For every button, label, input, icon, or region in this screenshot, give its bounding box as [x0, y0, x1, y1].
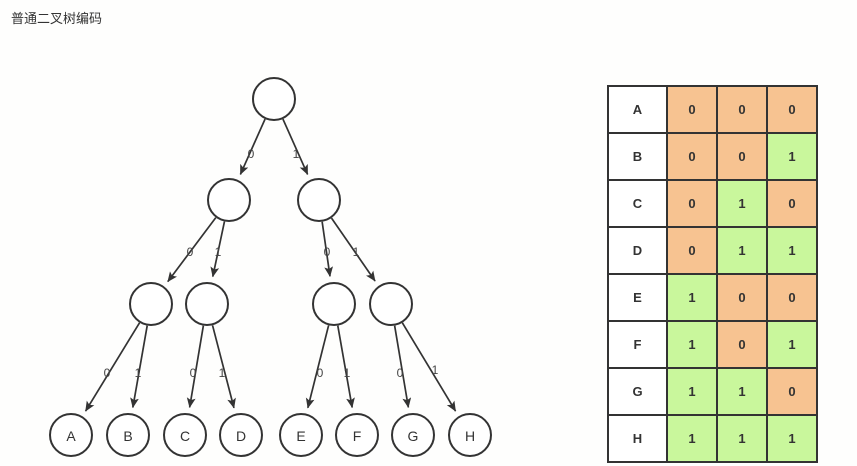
tree-nodes-group: A B C D E F G H: [49, 77, 492, 457]
table-bit-cell: 1: [766, 414, 818, 463]
table-bit-cell: 0: [716, 132, 768, 181]
page-title: 普通二叉树编码: [11, 11, 103, 26]
table-bit-cell: 0: [666, 179, 718, 228]
tree-edge: [336, 325, 355, 409]
table-bit-cell: 1: [666, 273, 718, 322]
table-row-label: C: [607, 179, 668, 228]
tree-edge-label: 0: [187, 245, 194, 259]
tree-edge-label: 1: [432, 363, 439, 377]
table-bit-cell: 0: [716, 85, 768, 134]
tree-leaf-node-g: [391, 413, 435, 457]
tree-edge: [282, 118, 309, 176]
table-bit-cell: 0: [766, 85, 818, 134]
tree-node-label: H: [465, 428, 475, 444]
table-bit-cell: 1: [716, 226, 768, 275]
tree-leaf-node-h: [448, 413, 492, 457]
tree-node-label: C: [180, 428, 190, 444]
table-bit-cell: 1: [716, 179, 768, 228]
tree-edge: [210, 221, 226, 278]
tree-edge-label: 1: [215, 245, 222, 259]
tree-edge: [305, 325, 330, 409]
binary-tree-diagram: 0 1 0 1 0 1 0 1 0 1 0 1 0 1 A B C D E F G H: [49, 77, 492, 457]
tree-leaf-node-e: [279, 413, 323, 457]
table-bit-cell: 1: [666, 367, 718, 416]
tree-internal-node: [185, 282, 229, 326]
tree-edge: [211, 325, 236, 409]
table-bit-cell: 1: [716, 414, 768, 463]
tree-edge-label: 0: [104, 366, 111, 380]
tree-edge-label: 0: [248, 147, 255, 161]
table-bit-cell: 0: [766, 273, 818, 322]
tree-internal-node: [252, 77, 296, 121]
tree-node-label: G: [408, 428, 419, 444]
tree-edge-label: 0: [317, 366, 324, 380]
tree-edge-label: 1: [353, 245, 360, 259]
tree-edge: [167, 217, 217, 283]
table-bit-cell: 1: [666, 414, 718, 463]
tree-edge-label: 0: [324, 245, 331, 259]
tree-internal-node: [297, 178, 341, 222]
tree-edge: [84, 322, 141, 412]
tree-edge: [393, 325, 412, 409]
tree-leaf-node-c: [163, 413, 207, 457]
table-bit-cell: 0: [766, 367, 818, 416]
table-bit-cell: 0: [666, 226, 718, 275]
tree-edges-group: [84, 118, 457, 412]
table-bit-cell: 1: [716, 367, 768, 416]
table-bit-cell: 0: [666, 132, 718, 181]
tree-edge: [330, 217, 376, 282]
table-bit-cell: 1: [666, 320, 718, 369]
tree-internal-node: [312, 282, 356, 326]
tree-edge-label: 1: [344, 366, 351, 380]
table-row-label: F: [607, 320, 668, 369]
table-row-label: G: [607, 367, 668, 416]
tree-edge-label: 0: [190, 366, 197, 380]
tree-node-label: D: [236, 428, 246, 444]
tree-edge: [186, 325, 205, 409]
tree-internal-node: [369, 282, 413, 326]
tree-leaf-node-b: [106, 413, 150, 457]
table-row-label: B: [607, 132, 668, 181]
tree-edge-label: 0: [397, 366, 404, 380]
tree-leaf-node-d: [219, 413, 263, 457]
tree-edge: [401, 322, 457, 412]
tree-edge: [321, 221, 334, 277]
tree-edge: [130, 325, 149, 409]
tree-edge-label: 1: [219, 366, 226, 380]
tree-leaf-node-a: [49, 413, 93, 457]
table-row-label: D: [607, 226, 668, 275]
tree-edge-label: 1: [135, 366, 142, 380]
tree-edge: [239, 118, 266, 176]
tree-node-label: B: [123, 428, 132, 444]
tree-internal-node: [129, 282, 173, 326]
table-row-label: E: [607, 273, 668, 322]
tree-node-label: A: [66, 428, 76, 444]
tree-node-label: F: [353, 428, 362, 444]
tree-node-label: E: [296, 428, 305, 444]
table-row-label: H: [607, 414, 668, 463]
tree-leaf-node-f: [335, 413, 379, 457]
table-bit-cell: 1: [766, 132, 818, 181]
table-bit-cell: 1: [766, 226, 818, 275]
table-bit-cell: 0: [716, 320, 768, 369]
tree-svg-canvas: 0 1 0 1 0 1 0 1 0 1 0 1 0 1 A B C D E F G H: [49, 77, 492, 457]
tree-edge-labels-group: 0 1 0 1 0 1 0 1 0 1 0 1 0 1: [104, 147, 439, 380]
tree-edge-label: 1: [293, 147, 300, 161]
table-row-label: A: [607, 85, 668, 134]
table-bit-cell: 0: [666, 85, 718, 134]
tree-internal-node: [207, 178, 251, 222]
table-bit-cell: 0: [716, 273, 768, 322]
table-bit-cell: 0: [766, 179, 818, 228]
table-bit-cell: 1: [766, 320, 818, 369]
